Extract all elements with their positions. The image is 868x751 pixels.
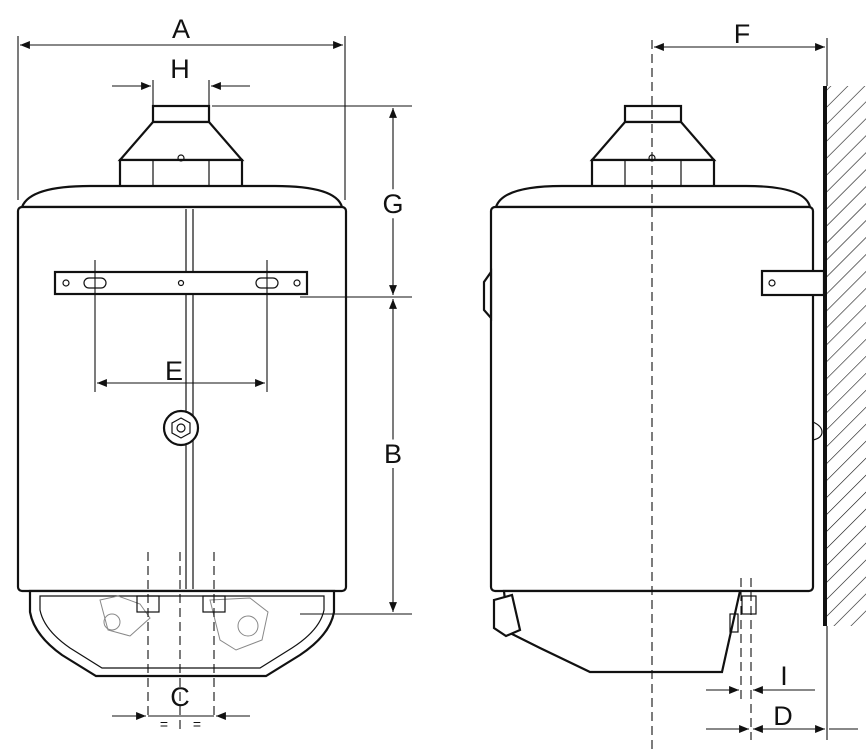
dimension-e: E	[94, 260, 268, 392]
label-g: G	[382, 189, 403, 219]
label-h: H	[170, 54, 190, 84]
label-e: E	[165, 356, 183, 386]
side-bottom-cover	[492, 589, 757, 674]
label-c: C	[170, 682, 190, 712]
label-b: B	[384, 439, 402, 469]
dimension-i: I	[706, 661, 815, 694]
label-d: D	[773, 701, 793, 731]
wall	[823, 86, 866, 626]
dimension-a: A	[17, 14, 346, 200]
dimension-g: G	[377, 108, 409, 295]
front-top-dome	[20, 184, 344, 209]
dimension-h: H	[112, 54, 250, 106]
front-bottom-cover	[28, 589, 336, 678]
side-bracket	[760, 269, 826, 297]
label-a: A	[172, 14, 190, 44]
label-f: F	[734, 19, 751, 49]
front-flue-hood	[117, 104, 245, 190]
side-top-dome	[494, 184, 812, 209]
label-i: I	[780, 661, 788, 691]
front-view: A H G B E	[16, 14, 412, 732]
dimension-d: D	[706, 626, 858, 740]
front-mounting-bracket	[53, 270, 309, 296]
dimension-b: B	[379, 299, 407, 612]
dimension-c: C = =	[112, 552, 250, 732]
side-flue-hood	[589, 104, 717, 190]
dimension-f: F	[654, 19, 828, 86]
front-tank-body	[16, 205, 348, 593]
side-handle	[482, 268, 493, 321]
front-control-knob	[162, 409, 200, 447]
equal-mark-left: =	[160, 716, 168, 732]
equal-mark-right: =	[193, 716, 201, 732]
side-view: F I D	[482, 19, 866, 751]
